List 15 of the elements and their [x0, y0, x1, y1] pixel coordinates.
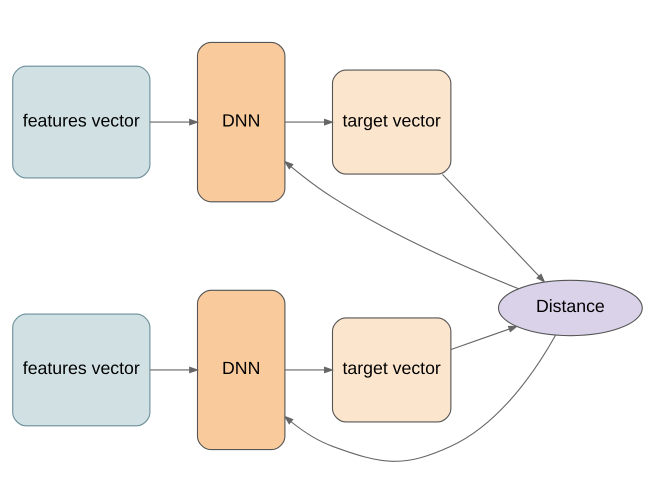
arrow [285, 118, 334, 126]
arrow [285, 366, 334, 374]
node-box: features vector [12, 314, 150, 426]
node-box: target vector [332, 70, 452, 175]
arrow [150, 118, 200, 126]
arrow [150, 366, 200, 374]
node-ellipse: Distance [498, 280, 643, 336]
node-box: features vector [12, 66, 150, 179]
arrow [284, 334, 556, 462]
node-box: DNN [196, 42, 286, 202]
node-box: target vector [332, 317, 452, 422]
node-box: DNN [196, 290, 286, 450]
arrow [284, 160, 519, 290]
arrow [442, 174, 546, 283]
arrow [450, 326, 518, 350]
